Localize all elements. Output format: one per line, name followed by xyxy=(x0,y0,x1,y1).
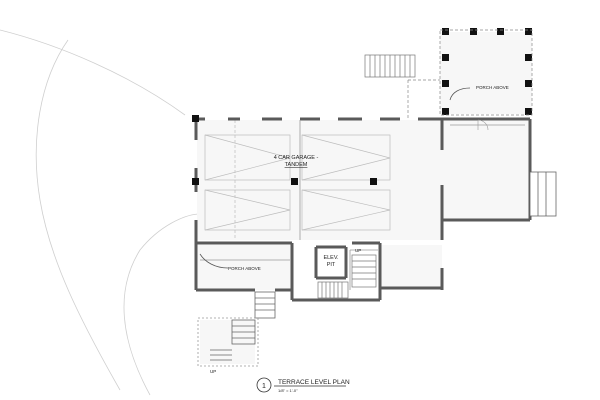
drawing-title: TERRACE LEVEL PLAN xyxy=(278,379,350,386)
door-swing xyxy=(477,119,489,131)
garage-label: 4 CAR GARAGE - xyxy=(274,155,319,161)
parking-bays xyxy=(204,120,391,240)
garage-label-2: TANDEM xyxy=(285,162,308,168)
porch-arrows xyxy=(199,87,471,269)
drawing-number-circle xyxy=(256,377,272,393)
elevator-label-2: PIT xyxy=(327,262,336,268)
title-block: 1 TERRACE LEVEL PLAN 1/8" = 1'-0" xyxy=(256,377,350,393)
walls xyxy=(194,117,532,302)
porch-outline xyxy=(407,29,533,118)
stair-top xyxy=(364,54,416,78)
drawing-number: 1 xyxy=(262,383,266,390)
columns xyxy=(192,28,532,185)
porch-above-label-left: PORCH ABOVE xyxy=(228,266,261,271)
thin-lines xyxy=(200,120,525,290)
stair-up-label-bottom: UP xyxy=(210,369,216,374)
site-contours xyxy=(0,29,199,396)
stair-up-label: UP xyxy=(355,248,361,253)
stair-right xyxy=(529,171,557,217)
stair-porch xyxy=(197,291,276,367)
porch-above-label-top: PORCH ABOVE xyxy=(476,85,509,90)
drawing-scale: 1/8" = 1'-0" xyxy=(278,388,298,393)
stair-center xyxy=(317,254,377,299)
elevator-label: ELEV. xyxy=(323,255,339,261)
floor-areas xyxy=(197,32,532,364)
